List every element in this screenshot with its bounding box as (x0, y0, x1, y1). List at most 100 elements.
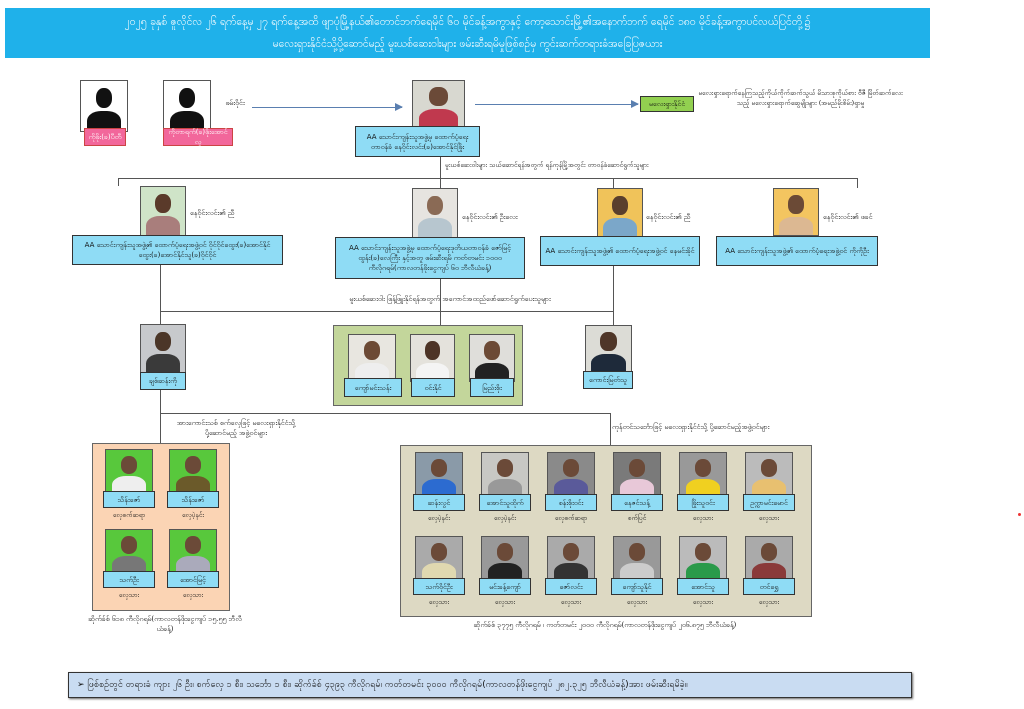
silhouette-photo (163, 80, 211, 132)
person-name: သက်ဝိုင်ဦး (413, 578, 465, 595)
person-name: မြည်းစိုး (470, 378, 514, 397)
person-photo (415, 452, 463, 498)
summary-bar: ➢ ဖြစ်စဉ်တွင် တရားခံ ကျား ၂၆ ဦး၊ စက်လှေ … (68, 672, 912, 698)
person-role: လှေသား (626, 598, 648, 606)
person-name: တင်ရွှေ (743, 578, 795, 595)
leader-label: AA သောင်းကျန်းသူအဖွဲ့မှ ထောက်ပံ့ရေးတာဝန်… (355, 126, 480, 157)
person-name: ဥက္ကာမင်းမောင် (743, 494, 795, 511)
connector (160, 390, 161, 444)
person-photo (547, 452, 595, 498)
ship-team-group: ဆန်းလွင်လှေပဲ့နင်းအောင်သူထိုက်လှေပဲ့နင်း… (400, 445, 812, 617)
member-card: အောင်သူလှေသား (675, 536, 731, 608)
person-role: စက်ပြင် (627, 514, 647, 522)
suspect-label: ကိုဖိုး(ခ)ပီတီ (84, 128, 126, 146)
member-card: နေဇင်သန့်စက်ပြင် (609, 452, 665, 524)
connector (160, 413, 610, 414)
person-name: သိန်းဇော် (167, 491, 219, 508)
person-role: လှေပဲ့နင်း (182, 511, 204, 519)
person-photo (597, 188, 643, 238)
person-photo (481, 452, 529, 498)
person-role: လှေပဲ့နင်း (428, 514, 450, 522)
person-role: လှေသား (494, 598, 516, 606)
person-role: လှေသား (758, 598, 780, 606)
destination-box: မလေးရှားနိုင်ငံ (640, 96, 694, 112)
connector (118, 178, 858, 179)
boat-team-label: အားကောင်းသစ် စက်လှေဖြင့် မလေးရှားနိုင်ငံ… (176, 419, 296, 437)
person-photo (679, 452, 727, 498)
person-photo (469, 334, 515, 382)
member-card: စန်းစိုးဝင်းလှေစက်ဆရာ (543, 452, 599, 524)
relation-label: နေဝိုင်းလင်း၏ ညီ (190, 209, 235, 217)
red-dot (1018, 513, 1021, 516)
member-card: အောင်မြင့်လှေသား (165, 529, 221, 601)
member-box: AA သောင်းကျန်းသူအဖွဲ့၏ ထောက်ပံ့ရေးအဖွဲ့ဝ… (540, 236, 700, 266)
member-card: သက်ဝိုင်ဦးလှေသား (411, 536, 467, 608)
person-role: လှေပဲ့နင်း (494, 514, 516, 522)
connector (118, 178, 119, 186)
person-photo (105, 529, 153, 575)
boat-team-seizure: ဆိုက်ခ်စ် ၆၁၈ ကီလိုဂရမ်(ကာလတန်ဖိုးငွေကျပ… (88, 615, 242, 633)
person-photo (745, 536, 793, 582)
connector (613, 178, 614, 188)
person-name: အောင်သူထိုက် (479, 494, 531, 511)
person-photo (773, 188, 819, 236)
person-name: ကျော်သူနိုင် (611, 578, 663, 595)
leader-photo (412, 80, 465, 128)
person-role: လှေသား (692, 598, 714, 606)
person-name: သက်ဦး (103, 571, 155, 588)
member-card: တင်ရွှေလှေသား (741, 536, 797, 608)
person-name: နေဇင်သန့် (611, 494, 663, 511)
person-photo (169, 449, 217, 495)
person-photo (547, 536, 595, 582)
recruiters-label: မူးယစ်ဆေးဝါးများ သယ်ဆောင်ရန်အတွက် ရန်ကုန… (445, 161, 649, 169)
ship-team-seizure: ဆိုက်ခ်စ် ၃၇၇၅ ကီလိုဂရမ် ၊ ကတ်တမင်း ၂၀၀၀… (473, 621, 737, 629)
person-name: မင်းခန့်ကျော် (479, 578, 531, 595)
member-card: မင်းခန့်ကျော်လှေသား (477, 536, 533, 608)
person-role: လှေသား (182, 591, 204, 599)
silhouette-photo (80, 80, 128, 132)
person-photo (613, 452, 661, 498)
relation-label: နေဝိုင်းလင်း၏ ညီ (646, 213, 691, 221)
person-photo (348, 334, 396, 382)
ship-team-label: ကုန်တင်သင်္ဘောဖြင့် မလေးရှားနိုင်ငံသို့ … (612, 423, 770, 431)
member-card: ကျော်သူနိုင်လှေသား (609, 536, 665, 608)
connector (160, 311, 614, 312)
person-name: ဇော်လင်း (545, 578, 597, 595)
person-photo (410, 334, 455, 382)
connector (160, 265, 161, 325)
person-name: ချစ်ဆန်းကို (140, 372, 186, 390)
person-role: လှေသား (692, 514, 714, 522)
person-photo (140, 186, 186, 236)
order-label: ဖမ်းဝိုင်း (225, 99, 245, 107)
person-photo (679, 536, 727, 582)
person-role: လှေသား (428, 598, 450, 606)
member-card: ဖြိုးသူဝင်းလှေသား (675, 452, 731, 524)
member-card: အောင်သူထိုက်လှေပဲ့နင်း (477, 452, 533, 524)
member-box: AA သောင်းကျန်းသူအဖွဲ့၏ ထောက်ပံ့ရေးအဖွဲ့ဝ… (716, 236, 878, 266)
person-photo (585, 325, 632, 373)
member-card: ဇော်လင်းလှေသား (543, 536, 599, 608)
person-photo (169, 529, 217, 575)
destination-note: မလေးရှားရောက်နေကြသည့်ကိုယ်ကိုက်ဆက်သွယ် မ… (698, 89, 903, 107)
person-photo (412, 188, 458, 239)
person-role: လှေသား (560, 598, 582, 606)
person-photo (481, 536, 529, 582)
person-name: ဆန်းလွင် (413, 494, 465, 511)
distributors-group: ကျော်မင်းသန်း ဝင်းနိုင် မြည်းစိုး (333, 325, 523, 406)
member-card: သိန်းဇော်လှေစက်ဆရာ (101, 449, 157, 521)
person-name: သိန်းဇော် (103, 491, 155, 508)
connector (857, 178, 858, 188)
title-banner: ၂၀၂၅ ခုနှစ် ဇူလိုင်လ ၂၆ ရက်နေ့မှ ၂၇ ရက်န… (5, 8, 930, 58)
arrow-right (252, 103, 403, 111)
person-photo (613, 536, 661, 582)
connector (610, 413, 611, 446)
person-role: လှေစက်ဆရာ (554, 514, 588, 522)
member-box: AA သောင်းကျန်းသူအဖွဲ့မှ ထောက်ပံ့ရေးဒုတိယ… (335, 237, 525, 279)
person-name: ဝင်းနိုင် (411, 378, 455, 397)
boat-team-group: သိန်းဇော်လှေစက်ဆရာသိန်းဇော်လှေပဲ့နင်းသက်… (92, 443, 230, 611)
person-name: ကျော်မင်းသန်း (344, 378, 402, 397)
person-role: လှေစက်ဆရာ (112, 511, 146, 519)
person-name: အောင်သူ (677, 578, 729, 595)
person-photo (745, 452, 793, 498)
member-card: သိန်းဇော်လှေပဲ့နင်း (165, 449, 221, 521)
